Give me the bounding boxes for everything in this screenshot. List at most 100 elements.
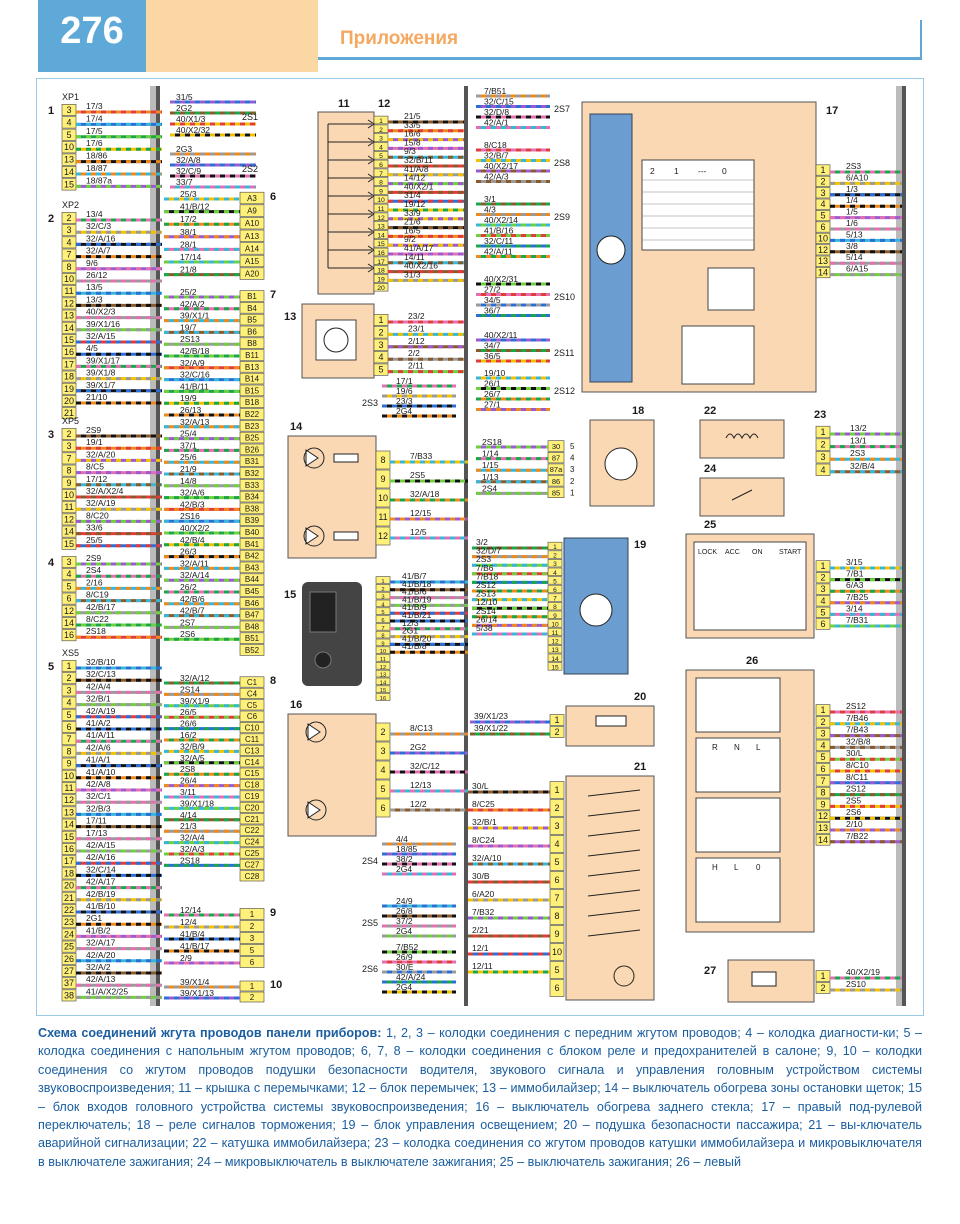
wire-label: 2S5	[846, 795, 861, 805]
pin-number: A10	[245, 219, 260, 228]
pin-number: 3	[820, 729, 825, 739]
pin-number: 23	[64, 917, 74, 927]
relay-terminal: 1	[570, 488, 575, 497]
pin-number: 7	[820, 776, 825, 786]
wire-label: 3/15	[846, 557, 863, 567]
pin-number: B46	[245, 599, 260, 608]
wire-label: 32/A/6	[180, 488, 205, 498]
wire-label: 32/B/9	[180, 741, 205, 751]
pin-number: 11	[378, 512, 387, 522]
pin-number: C14	[245, 758, 260, 767]
wire-label: 7/B43	[846, 725, 868, 735]
pin-number: 14	[380, 680, 387, 686]
group-wire-label: 42/A/11	[484, 247, 513, 257]
connector-pin	[815, 438, 831, 451]
connector-pin	[815, 606, 831, 618]
wire-label: 32/A/4	[180, 833, 205, 843]
group-wire-label: 2G4	[396, 864, 412, 874]
pin-number: 17	[377, 259, 385, 266]
pin-number: 3	[820, 584, 825, 594]
connector-pin	[549, 817, 565, 835]
wire-label: 21/10	[86, 392, 108, 402]
wire-label: 41/B/11	[180, 381, 209, 391]
connector-pin	[375, 584, 391, 592]
connector-pin	[549, 726, 565, 738]
group-label: 2S8	[554, 158, 570, 168]
wire-label: 39/X1/1	[180, 311, 210, 321]
module-body-16	[287, 713, 377, 837]
connector-pin	[549, 943, 565, 961]
connector-pin	[61, 346, 77, 359]
wire-label: 31/4	[404, 190, 421, 200]
pin-number: 2	[250, 993, 255, 1002]
pin-number: 7	[553, 596, 557, 603]
wire-label: 7/B6	[476, 563, 494, 573]
pin-number: 1	[381, 579, 384, 585]
pin-number: 87a	[550, 465, 563, 474]
group-wire-label: 40/X2/31	[484, 274, 518, 284]
pin-number: 4	[820, 740, 825, 750]
wire-label: 26/5	[180, 707, 197, 717]
wire-label: 13/1	[850, 436, 867, 446]
wire-label: 2S18	[180, 855, 200, 865]
wire-label: 1/4	[846, 195, 858, 205]
pin-number: C25	[245, 849, 260, 858]
pin-number: C15	[245, 769, 260, 778]
pin-number: C10	[245, 724, 260, 733]
wire-label: 17/14	[180, 252, 202, 262]
connector-pin	[815, 810, 831, 822]
connector-pin	[375, 693, 391, 701]
pin-number: B32	[245, 469, 260, 478]
switch-table-25	[693, 541, 807, 631]
wire-label: 41/B/9	[402, 602, 427, 612]
connector-pin	[61, 769, 77, 782]
pin-number: 87	[552, 454, 560, 463]
connector-pin	[61, 166, 77, 179]
wire-label: 32/A/9	[180, 358, 205, 368]
pin-number: 14	[818, 268, 828, 278]
wire-label: 33/5	[404, 120, 421, 130]
pin-number: 20	[64, 881, 74, 891]
block-number-9: 9	[270, 907, 276, 919]
pin-number: C24	[245, 838, 260, 847]
connector-pin	[549, 925, 565, 943]
block-number-27: 27	[704, 965, 716, 977]
connector-pin	[61, 684, 77, 697]
connector-pin	[815, 198, 831, 210]
wire-label: 32/B/10	[86, 657, 116, 667]
pin-number: 2	[66, 213, 71, 223]
connector-pin	[547, 627, 563, 637]
wire-label: 32/A/14	[180, 570, 210, 580]
pin-number: 9	[380, 474, 385, 484]
group-wire-label: 32/D/8	[484, 107, 509, 117]
pin-number: B40	[245, 528, 260, 537]
wire-label: 9/2	[404, 234, 416, 244]
wire-label: 32/D/7	[476, 546, 501, 556]
pin-number: 12	[64, 795, 74, 805]
connector-pin	[815, 739, 831, 752]
wire-label: 39/X1/13	[180, 988, 214, 998]
group-wire-label: 18/85	[396, 844, 418, 854]
harness-trunk-right-shade	[896, 86, 902, 1006]
wire-label: 32/A/7	[86, 246, 111, 256]
group-wire-label: 7/B52	[396, 942, 418, 952]
block-number-24: 24	[704, 463, 717, 475]
connector-pin	[375, 685, 391, 693]
pin-number: 8	[820, 788, 825, 798]
wire-label: 21/9	[180, 464, 197, 474]
pin-number: 14	[818, 835, 828, 845]
pin-number: 4	[66, 698, 71, 708]
wire-label: 32/C/3	[86, 221, 111, 231]
connector-pin	[61, 617, 77, 629]
aux-jack-15	[314, 651, 332, 669]
wire-label: 8/C25	[472, 799, 495, 809]
pin-number: 20	[64, 396, 74, 406]
block-number-4: 4	[48, 557, 55, 569]
connector-pin	[815, 187, 831, 199]
group-label: 2S2	[242, 164, 258, 174]
wire-label: 2S12	[846, 701, 866, 711]
pin-number: C19	[245, 792, 260, 801]
pin-number: 12	[377, 215, 385, 222]
pin-number: B25	[245, 434, 260, 443]
wire-label: 19/1	[86, 437, 103, 447]
